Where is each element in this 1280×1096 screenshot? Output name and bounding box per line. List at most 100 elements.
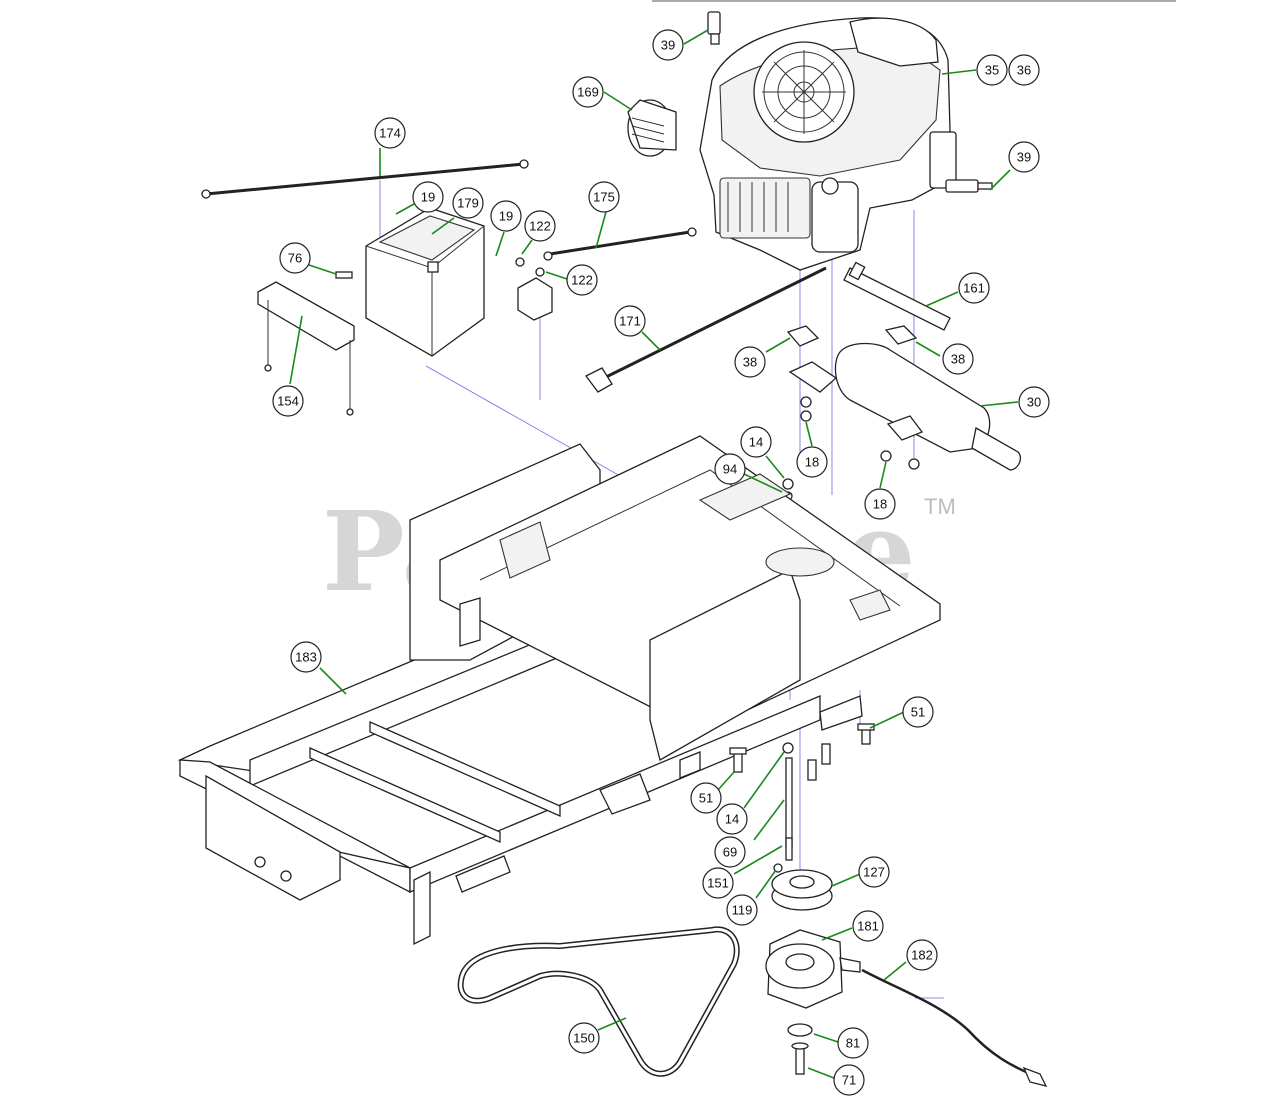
callout-122-top: 122 [524,210,556,242]
spark-plug-right [945,179,993,193]
callout-14-bottom: 14 [716,803,748,835]
battery-cable-174 [201,159,529,199]
svg-text:14: 14 [725,812,739,827]
bolt-69 [785,757,793,849]
battery-hold-down [257,281,355,416]
svg-text:19: 19 [421,190,435,205]
svg-text:154: 154 [277,394,299,409]
svg-text:119: 119 [732,903,753,918]
svg-text:181: 181 [857,919,879,934]
muffler [788,342,1022,471]
svg-text:18: 18 [805,455,819,470]
callout-36: 36 [1008,54,1040,86]
svg-text:51: 51 [699,791,713,806]
callout-18-right: 18 [864,488,896,520]
gasket-right [884,325,918,345]
svg-text:183: 183 [295,650,317,665]
svg-text:150: 150 [573,1031,595,1046]
bolt-76 [335,271,353,279]
bolt-51-mid [807,743,831,781]
callout-51-right: 51 [902,696,934,728]
callout-127: 127 [858,856,890,888]
callout-38-left: 38 [734,346,766,378]
battery [365,207,485,357]
callout-39-right: 39 [1008,141,1040,173]
exhaust-pipe [843,261,951,331]
callout-150: 150 [568,1022,600,1054]
svg-text:161: 161 [963,281,985,296]
callout-18-left: 18 [796,446,828,478]
callout-161: 161 [958,272,990,304]
svg-text:36: 36 [1017,63,1031,78]
washer-81 [787,1023,813,1037]
svg-text:19: 19 [499,209,513,224]
svg-text:122: 122 [529,219,551,234]
svg-text:182: 182 [911,948,933,963]
nut-14-lower [782,742,794,754]
svg-text:175: 175 [593,190,615,205]
svg-text:18: 18 [873,497,887,512]
callout-69: 69 [714,836,746,868]
mower-frame [177,435,941,946]
callout-171: 171 [614,305,646,337]
callout-179: 179 [452,187,484,219]
callout-35: 35 [976,54,1008,86]
callout-76: 76 [279,242,311,274]
svg-text:171: 171 [619,314,641,329]
svg-text:35: 35 [985,63,999,78]
watermark-trademark: TM [924,494,956,519]
callout-174: 174 [374,117,406,149]
svg-text:39: 39 [1017,150,1031,165]
svg-text:51: 51 [911,705,925,720]
svg-text:94: 94 [723,462,737,477]
gasket-left [786,325,820,347]
callout-19-right: 19 [490,200,522,232]
callout-51-left: 51 [690,782,722,814]
callout-71: 71 [833,1064,865,1096]
svg-text:81: 81 [846,1036,860,1051]
spark-plug-top [707,11,721,45]
svg-text:71: 71 [842,1073,856,1088]
svg-text:179: 179 [457,196,479,211]
callout-14-top: 14 [740,426,772,458]
nut-18-c [880,450,892,462]
ground-cable-171 [585,266,827,393]
callout-30: 30 [1018,386,1050,418]
callout-119: 119 [726,894,758,926]
svg-text:14: 14 [749,435,763,450]
key-151 [785,837,793,861]
callout-181: 181 [852,910,884,942]
callout-175: 175 [588,181,620,213]
engine [699,17,957,271]
svg-text:39: 39 [661,38,675,53]
svg-text:122: 122 [571,273,593,288]
callout-151: 151 [702,867,734,899]
clutch-wire-harness [861,968,1041,1080]
nut-18-b [800,410,812,422]
callout-81: 81 [837,1027,869,1059]
callout-39-top: 39 [652,29,684,61]
callout-94: 94 [714,453,746,485]
nut-18-d [908,458,920,470]
wire-connector [1022,1066,1048,1087]
callout-19-left: 19 [412,181,444,213]
nut-14-top [782,478,794,490]
svg-text:76: 76 [288,251,302,266]
callout-leaders [289,29,1019,1079]
bolt-71 [791,1042,809,1075]
svg-text:38: 38 [743,355,757,370]
callout-154: 154 [272,385,304,417]
svg-text:127: 127 [863,865,885,880]
callout-122-bottom: 122 [566,264,598,296]
callout-38-right: 38 [942,343,974,375]
svg-text:174: 174 [379,126,401,141]
callout-183: 183 [290,641,322,673]
nut-18-a [800,396,812,408]
svg-text:69: 69 [723,845,737,860]
svg-text:151: 151 [707,876,729,891]
oil-filter [627,99,677,157]
svg-text:169: 169 [577,85,599,100]
callout-182: 182 [906,939,938,971]
pulley [771,869,833,911]
